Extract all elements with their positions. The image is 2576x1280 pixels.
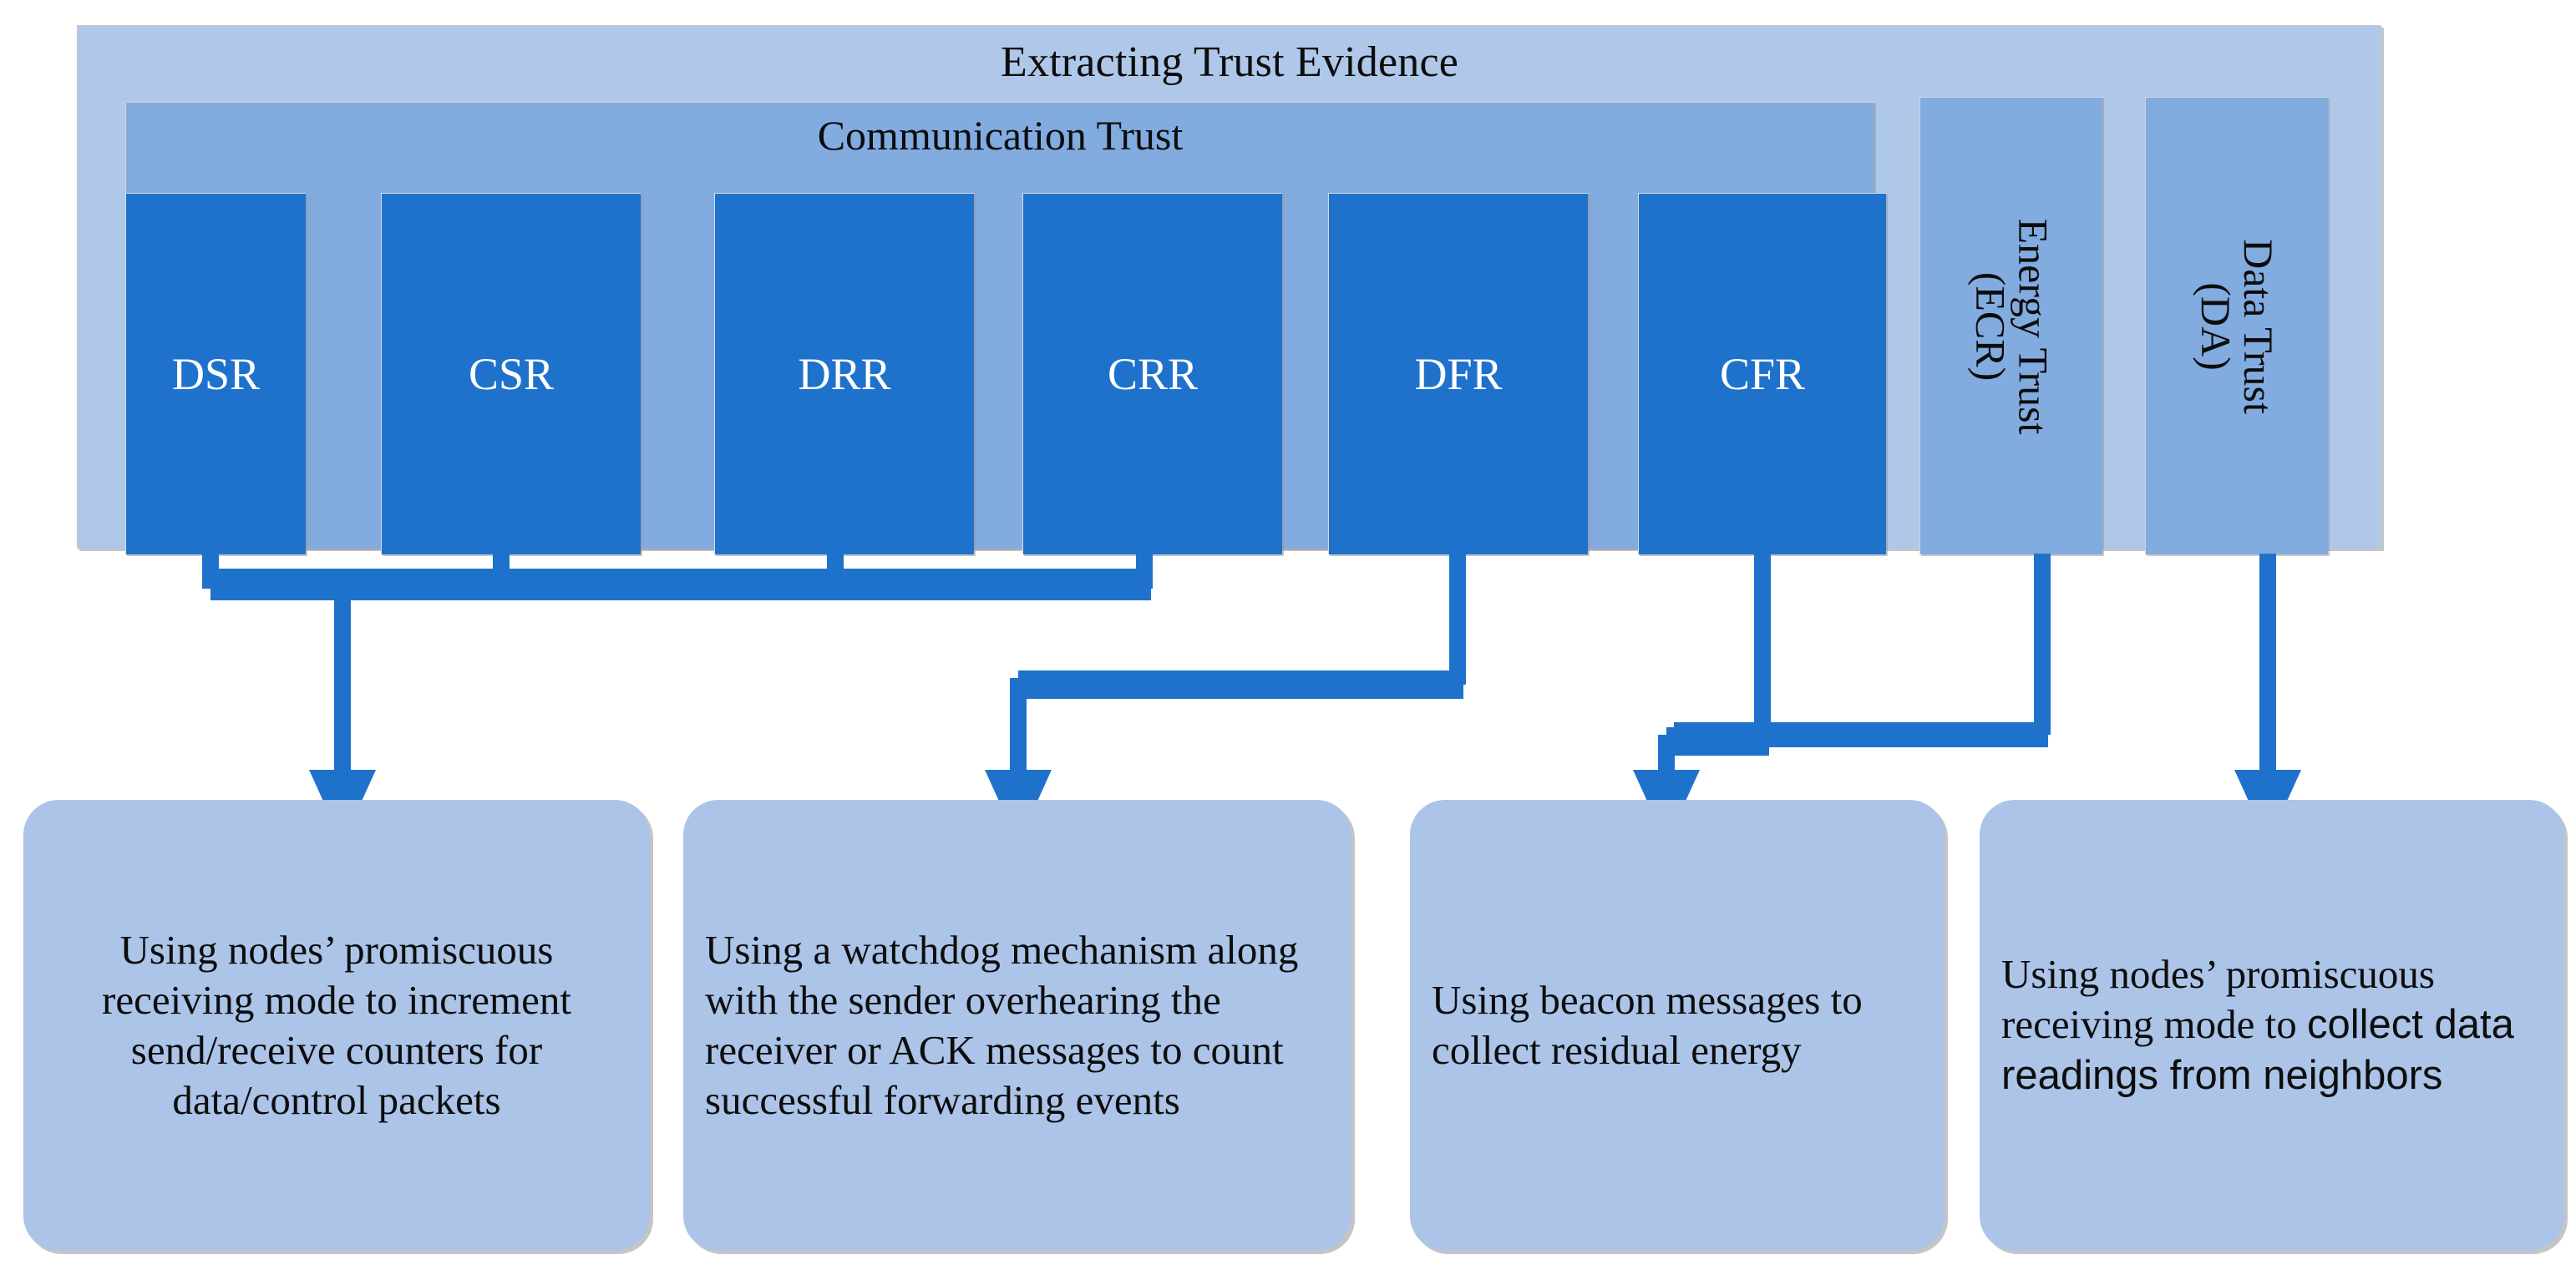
description-text-beacon: Using beacon messages to collect residua… bbox=[1432, 977, 1863, 1073]
trust-label-data-line1: Data Trust bbox=[2234, 238, 2282, 414]
trust-box-energy[interactable]: Energy Trust (ECR) bbox=[1919, 97, 2102, 554]
metric-label-drr: DRR bbox=[798, 349, 891, 399]
description-box-counters[interactable]: Using nodes’ promiscuous receiving mode … bbox=[23, 800, 650, 1251]
trust-box-data[interactable]: Data Trust (DA) bbox=[2145, 97, 2328, 554]
metric-box-crr[interactable]: CRR bbox=[1022, 193, 1282, 554]
metric-box-cfr[interactable]: CFR bbox=[1638, 193, 1886, 554]
description-text-watchdog: Using a watchdog mechanism along with th… bbox=[705, 927, 1299, 1123]
page-title: Extracting Trust Evidence bbox=[1000, 38, 1459, 86]
description-text-data-readings-serif: Using nodes’ promiscuous receiving mode … bbox=[2001, 951, 2435, 1048]
metric-label-crr: CRR bbox=[1107, 349, 1199, 399]
description-box-beacon[interactable]: Using beacon messages to collect residua… bbox=[1410, 800, 1945, 1251]
communication-trust-title: Communication Trust bbox=[817, 112, 1184, 159]
metric-box-dfr[interactable]: DFR bbox=[1328, 193, 1588, 554]
description-text-data-readings-sans: collect data readings from neighbors bbox=[2001, 1002, 2514, 1098]
description-box-data-readings[interactable]: Using nodes’ promiscuous receiving mode … bbox=[1980, 800, 2564, 1251]
metric-label-dfr: DFR bbox=[1414, 349, 1503, 399]
metric-label-cfr: CFR bbox=[1719, 349, 1806, 399]
metric-label-csr: CSR bbox=[468, 349, 555, 399]
metric-box-csr[interactable]: CSR bbox=[381, 193, 641, 554]
trust-label-energy-line1: Energy Trust bbox=[2010, 218, 2056, 434]
description-box-watchdog[interactable]: Using a watchdog mechanism along with th… bbox=[683, 800, 1351, 1251]
metric-label-dsr: DSR bbox=[171, 349, 261, 399]
trust-label-data-line2: (DA) bbox=[2192, 281, 2239, 371]
trust-label-energy-line2: (ECR) bbox=[1967, 271, 2014, 381]
description-text-counters: Using nodes’ promiscuous receiving mode … bbox=[102, 927, 571, 1123]
metric-box-drr[interactable]: DRR bbox=[714, 193, 974, 554]
metric-box-dsr[interactable]: DSR bbox=[125, 193, 306, 554]
